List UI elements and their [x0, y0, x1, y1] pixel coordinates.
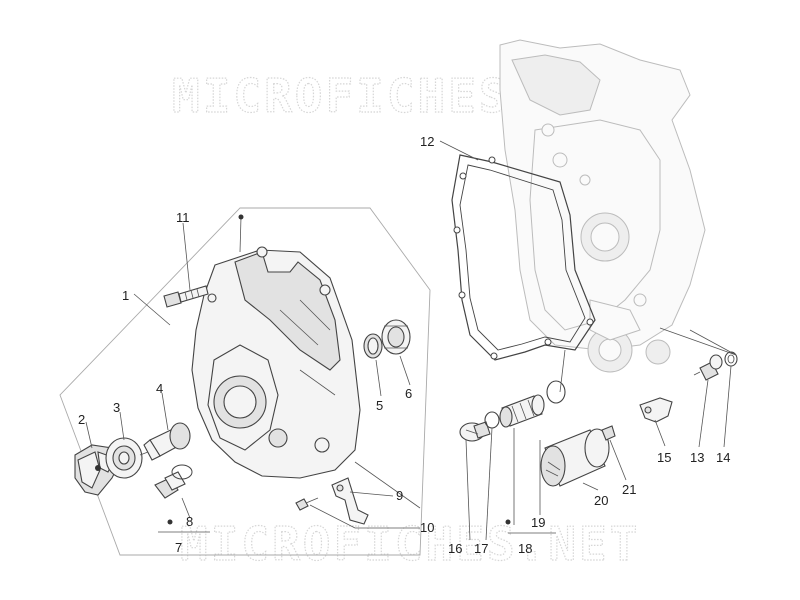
- callout-8[interactable]: 8: [186, 514, 193, 529]
- oil-filter-screen-part-19[interactable]: [499, 394, 545, 428]
- callout-10[interactable]: 10: [420, 520, 434, 535]
- pump-shaft-part-4[interactable]: [139, 422, 191, 461]
- watermark-bottom: MICROFICHES.NET: [180, 517, 640, 571]
- callout-3[interactable]: 3: [113, 400, 120, 415]
- callout-19[interactable]: 19: [531, 515, 545, 530]
- drain-plug-part-8[interactable]: [154, 464, 193, 499]
- group-dot-left: [167, 519, 173, 525]
- o-ring-part-19b[interactable]: [546, 380, 566, 404]
- group-dot-right: [505, 519, 511, 525]
- callout-11[interactable]: 11: [176, 210, 190, 225]
- callout-7[interactable]: 7: [175, 540, 182, 555]
- callout-15[interactable]: 15: [657, 450, 671, 465]
- callout-18[interactable]: 18: [518, 541, 532, 556]
- clip-part-15[interactable]: [639, 397, 673, 423]
- callout-6[interactable]: 6: [405, 386, 412, 401]
- washer-part-14[interactable]: [724, 351, 738, 367]
- seal-part-5[interactable]: [363, 333, 383, 359]
- fitting-part-21[interactable]: [601, 425, 616, 441]
- group-dot-top: [238, 214, 244, 220]
- callout-9[interactable]: 9: [396, 488, 403, 503]
- group-frame-cover: [59, 207, 431, 556]
- callout-17[interactable]: 17: [474, 541, 488, 556]
- bracket-part-9[interactable]: [331, 477, 369, 525]
- callout-14[interactable]: 14: [716, 450, 730, 465]
- callout-1[interactable]: 1: [122, 288, 129, 303]
- o-ring-part-17[interactable]: [484, 411, 500, 429]
- bolt-part-11[interactable]: [163, 285, 209, 308]
- callout-4[interactable]: 4: [156, 381, 163, 396]
- engine-block-ghost: [499, 39, 706, 373]
- callout-2[interactable]: 2: [78, 412, 85, 427]
- oil-filter-part-20[interactable]: [540, 428, 610, 487]
- pump-body-part-3[interactable]: [105, 437, 143, 479]
- plug-part-16[interactable]: [459, 421, 491, 442]
- sensor-part-13[interactable]: [693, 354, 723, 381]
- callout-13[interactable]: 13: [690, 450, 704, 465]
- flywheel-cover-part-1[interactable]: [191, 246, 361, 479]
- leader-lines: [85, 140, 737, 541]
- callout-5[interactable]: 5: [376, 398, 383, 413]
- callout-21[interactable]: 21: [622, 482, 636, 497]
- bearing-part-6[interactable]: [381, 319, 411, 355]
- callout-16[interactable]: 16: [448, 541, 462, 556]
- callout-labels: 1 2 3 4 5 6 7 8 9 10 11 12 13 14 15 16 1…: [78, 134, 730, 556]
- callout-12[interactable]: 12: [420, 134, 434, 149]
- callout-20[interactable]: 20: [594, 493, 608, 508]
- gasket-part-12[interactable]: [451, 154, 596, 361]
- screw-part-10[interactable]: [295, 497, 319, 511]
